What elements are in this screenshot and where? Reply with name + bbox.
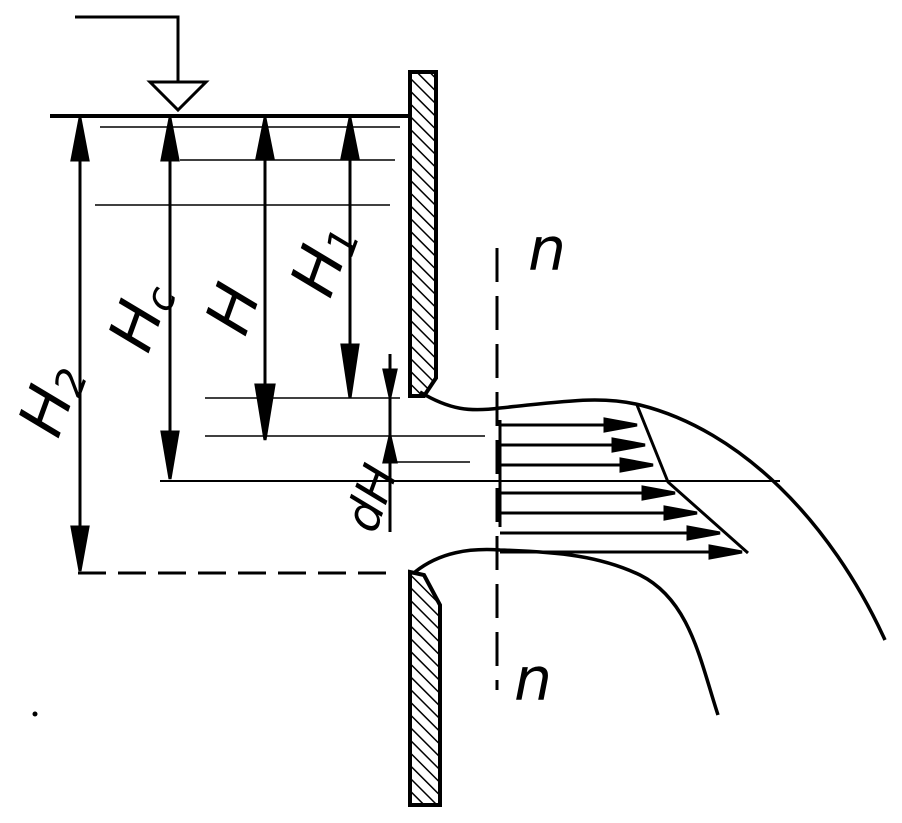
h-arrow-down: [254, 383, 276, 441]
label-n-bottom: n: [514, 645, 552, 715]
jet-upper-boundary: [419, 390, 887, 641]
h1-arrow-down: [340, 343, 360, 399]
h2-arrow-down: [70, 525, 90, 572]
h2-arrow-up: [70, 117, 90, 162]
lower-wall: [408, 569, 442, 807]
dimension-arrows: [70, 117, 398, 572]
label-dh: dH: [334, 457, 409, 539]
h-arrow-up: [255, 117, 275, 160]
jet-lower-boundary: [413, 547, 720, 716]
dh-arrow-down: [382, 368, 398, 398]
velocity-vector-head: [619, 457, 654, 473]
label-h: H: [190, 274, 275, 343]
velocity-vector-head: [641, 485, 676, 501]
water-level-marker: [75, 15, 210, 113]
velocity-profile: [498, 404, 749, 560]
h1-arrow-up: [340, 117, 360, 160]
dh-arrow-up: [382, 435, 398, 464]
velocity-vector-head: [708, 544, 743, 560]
hc-arrow-down: [160, 430, 180, 480]
label-hc: H c: [93, 281, 186, 360]
label-h2: H 2: [3, 363, 97, 446]
upper-wall: [408, 70, 438, 398]
velocity-vector-head: [603, 417, 638, 433]
profile-envelope: [635, 404, 749, 555]
label-h1: H 1: [275, 223, 369, 306]
leader-line: [75, 15, 180, 100]
hc-arrow-up: [160, 117, 180, 162]
velocity-vector-head: [611, 437, 646, 453]
velocity-vector-head: [686, 525, 721, 541]
label-n-top: n: [528, 215, 566, 285]
velocity-vector-head: [663, 505, 698, 521]
water-level-icon: [146, 80, 210, 113]
jet: [413, 390, 887, 716]
level-lines: [78, 397, 780, 575]
stray-dot: [32, 711, 38, 717]
